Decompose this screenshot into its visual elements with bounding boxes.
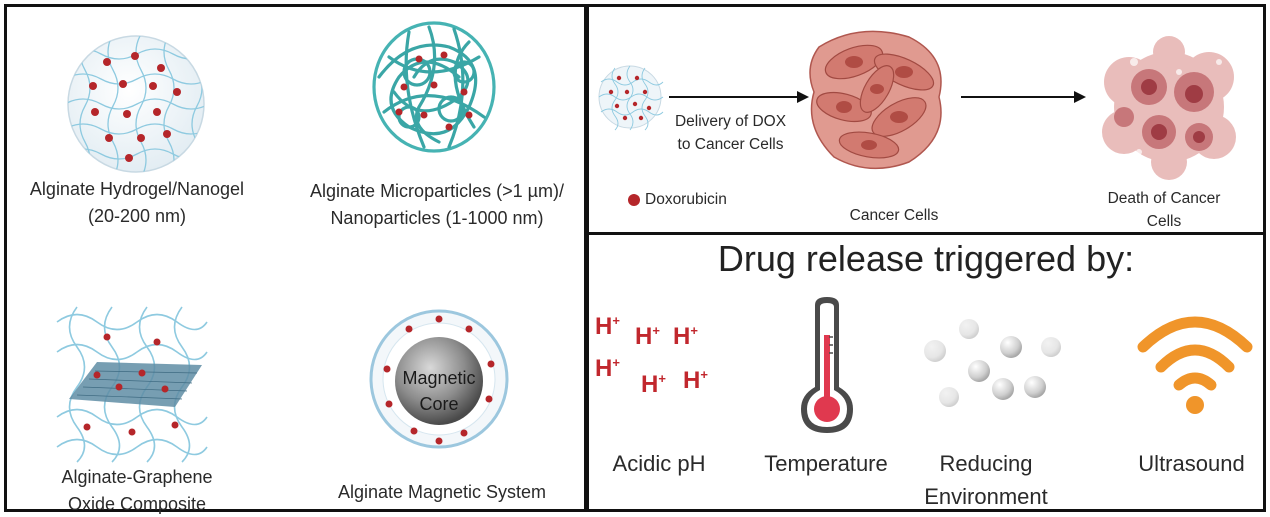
reducing-spheres-icon	[924, 319, 1061, 407]
doxorubicin-legend-label: Doxorubicin	[645, 191, 727, 208]
cancer-cells-illustration	[809, 30, 942, 170]
proton-4: H+	[595, 355, 620, 382]
nanogel-carrier-icon	[598, 65, 664, 131]
dead-cells-illustration	[1102, 36, 1238, 180]
magnetic-core-label-line1: Magnetic	[402, 368, 476, 388]
magnetic-system-label: Alginate Magnetic System	[337, 482, 547, 502]
delivery-label-line1: Delivery of DOX	[674, 113, 787, 130]
trigger-label-reducing-line1: Reducing	[939, 451, 1033, 476]
delivery-panel: Delivery of DOX to Cancer Cells	[586, 4, 1266, 236]
magnetic-system-illustration	[369, 309, 509, 449]
microparticle-illustration	[372, 21, 496, 153]
doxorubicin-legend-dot	[628, 194, 640, 206]
magnetic-core-label-line2: Core	[419, 394, 459, 414]
trigger-label-reducing-line2: Environment	[924, 484, 1048, 509]
graphene-label-line2: Oxide Composite	[67, 494, 207, 514]
hydrogel-label-line1: Alginate Hydrogel/Nanogel	[29, 179, 245, 199]
thermometer-icon	[801, 297, 853, 433]
delivery-label-line2: to Cancer Cells	[677, 136, 784, 153]
trigger-label-acidic-ph: Acidic pH	[612, 451, 706, 476]
hydrogel-illustration	[67, 35, 205, 173]
graphene-label-line1: Alginate-Graphene	[61, 467, 213, 487]
hydrogel-label-line2: (20-200 nm)	[87, 206, 187, 226]
triggers-title: Drug release triggered by:	[717, 238, 1135, 279]
graphene-composite-illustration	[56, 306, 208, 463]
formulations-panel: Alginate Hydrogel/Nanogel (20-200 nm) Al…	[4, 4, 587, 514]
trigger-label-temperature: Temperature	[764, 451, 888, 476]
death-label-line1: Death of Cancer	[1107, 190, 1221, 207]
ultrasound-waves-icon	[1137, 316, 1253, 414]
proton-5: H+	[641, 371, 666, 398]
death-arrow	[961, 91, 1086, 103]
cancer-cells-label: Cancer Cells	[849, 207, 939, 224]
proton-6: H+	[683, 367, 708, 394]
microparticle-label-line1: Alginate Microparticles (>1 µm)/	[310, 181, 564, 201]
proton-3: H+	[673, 323, 698, 350]
trigger-label-ultrasound: Ultrasound	[1138, 451, 1245, 476]
proton-1: H+	[595, 313, 620, 340]
proton-2: H+	[635, 323, 660, 350]
triggers-panel: Drug release triggered by: H+ H+ H+ H+ H…	[586, 232, 1266, 512]
delivery-arrow	[669, 91, 809, 103]
microparticle-label-line2: Nanoparticles (1-1000 nm)	[330, 208, 544, 228]
death-label-line2: Cells	[1146, 213, 1182, 230]
